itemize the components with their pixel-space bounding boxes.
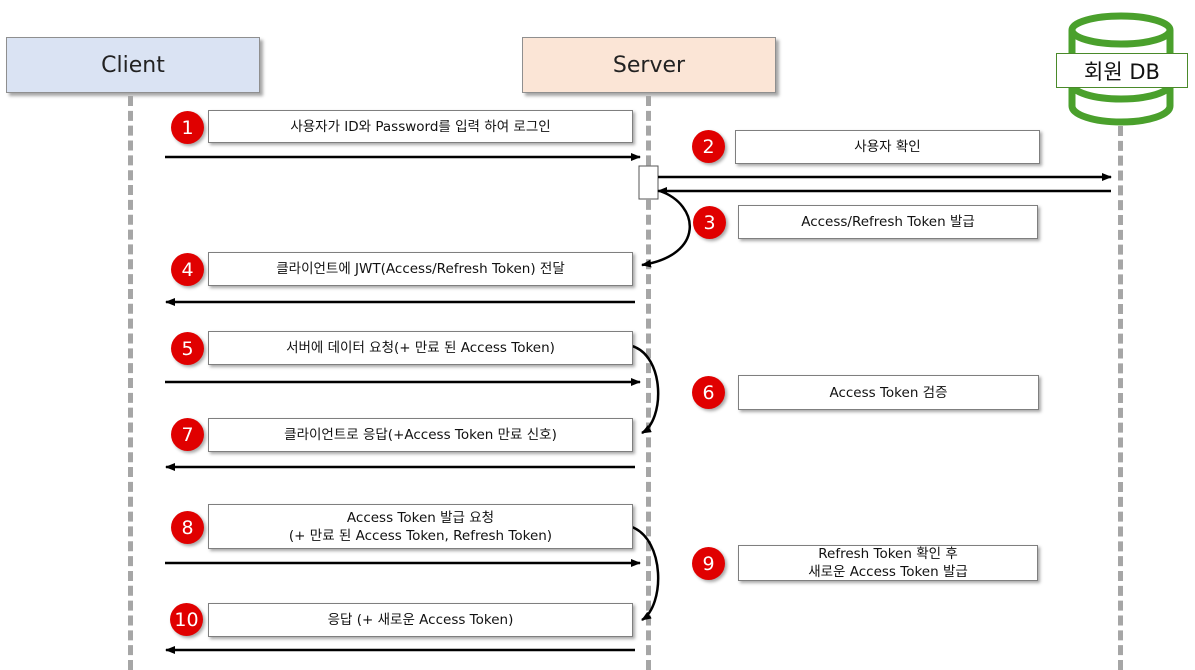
step-10-badge: 10	[170, 603, 203, 636]
step-7-badge: 7	[171, 418, 204, 451]
step-2-badge: 2	[692, 130, 725, 163]
step-6-label: Access Token 검증	[738, 375, 1039, 410]
server-actor: Server	[522, 37, 776, 93]
step-1-label: 사용자가 ID와 Password를 입력 하여 로그인	[208, 110, 633, 143]
db-lifeline	[1118, 126, 1123, 670]
step-4-badge: 4	[171, 253, 204, 286]
client-label: Client	[101, 52, 165, 78]
server-activation-box	[638, 165, 659, 200]
arrow-step-6	[631, 344, 660, 435]
step-1-badge: 1	[171, 111, 204, 144]
db-label: 회원 DB	[1056, 53, 1188, 88]
step-5-label: 서버에 데이터 요청(+ 만료 된 Access Token)	[208, 331, 633, 365]
step-9-badge: 9	[692, 547, 725, 580]
database-icon	[1068, 12, 1174, 126]
arrow-step-3	[641, 189, 692, 268]
server-label: Server	[612, 52, 686, 78]
step-6-badge: 6	[692, 376, 725, 409]
step-3-badge: 3	[693, 206, 726, 239]
step-7-label: 클라이언트로 응답(+Access Token 만료 신호)	[208, 418, 633, 452]
arrow-step-9	[631, 525, 660, 622]
client-lifeline	[128, 96, 133, 670]
step-10-label: 응답 (+ 새로운 Access Token)	[208, 603, 633, 637]
step-2-label: 사용자 확인	[735, 130, 1040, 164]
step-3-label: Access/Refresh Token 발급	[738, 205, 1038, 239]
step-8-label: Access Token 발급 요청 (+ 만료 된 Access Token,…	[208, 504, 633, 549]
server-lifeline	[646, 96, 651, 670]
step-5-badge: 5	[171, 332, 204, 365]
step-4-label: 클라이언트에 JWT(Access/Refresh Token) 전달	[208, 252, 633, 286]
step-9-label: Refresh Token 확인 후 새로운 Access Token 발급	[738, 545, 1038, 581]
client-actor: Client	[6, 37, 260, 93]
step-8-badge: 8	[171, 511, 204, 544]
